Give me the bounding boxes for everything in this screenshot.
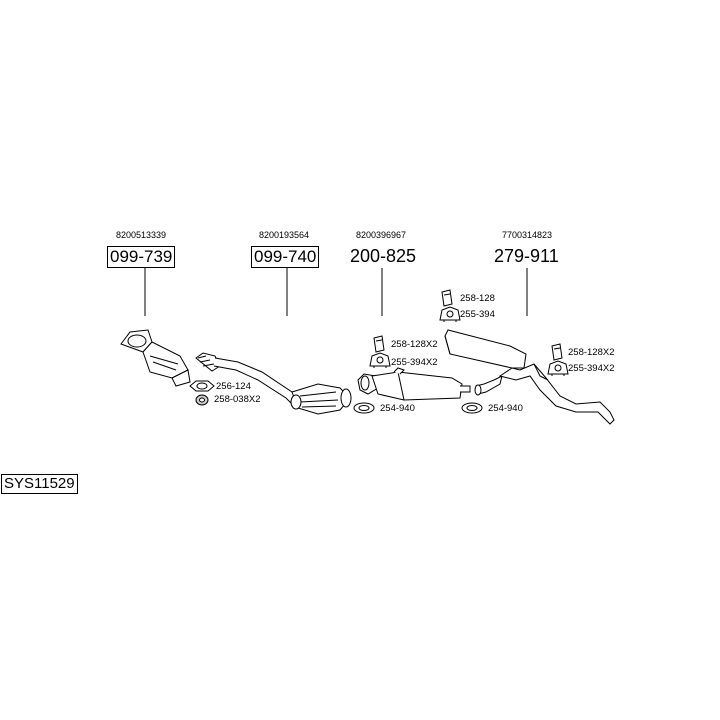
ring-icon bbox=[461, 402, 483, 414]
rubber-hanger-icon bbox=[439, 306, 461, 322]
clamp-icon bbox=[441, 289, 453, 307]
part-number-label[interactable]: 200-825 bbox=[350, 246, 417, 266]
accessory-label[interactable]: 258-128 bbox=[460, 293, 495, 304]
rear-silencer-part bbox=[444, 329, 615, 425]
part-number-label[interactable]: 099-739 bbox=[107, 246, 176, 268]
accessory-label[interactable]: 255-394 bbox=[460, 309, 495, 320]
oem-number: 8200513339 bbox=[116, 230, 167, 240]
accessory-label[interactable]: 255-394X2 bbox=[568, 363, 615, 374]
gasket-icon bbox=[189, 380, 215, 392]
oem-number: 8200193564 bbox=[259, 230, 310, 240]
rubber-hanger-icon bbox=[547, 360, 569, 376]
catalytic-converter-part bbox=[195, 352, 352, 415]
rubber-hanger-icon bbox=[369, 352, 391, 368]
nut-icon bbox=[195, 394, 209, 406]
system-code-label: SYS11529 bbox=[1, 474, 78, 494]
accessory-label[interactable]: 254-940 bbox=[380, 403, 415, 414]
accessory-label[interactable]: 254-940 bbox=[488, 403, 523, 414]
clamp-icon bbox=[373, 335, 385, 353]
ring-icon bbox=[353, 402, 375, 414]
middle-silencer-part bbox=[357, 367, 471, 401]
accessory-label[interactable]: 256-124 bbox=[216, 381, 251, 392]
accessory-label[interactable]: 258-128X2 bbox=[391, 339, 438, 350]
oem-number: 8200396967 bbox=[356, 230, 407, 240]
clamp-icon bbox=[551, 343, 563, 361]
front-pipe-part bbox=[120, 329, 191, 387]
accessory-label[interactable]: 255-394X2 bbox=[391, 357, 438, 368]
oem-number: 7700314823 bbox=[502, 230, 553, 240]
accessory-label[interactable]: 258-128X2 bbox=[568, 347, 615, 358]
accessory-label[interactable]: 258-038X2 bbox=[214, 394, 261, 405]
part-number-label[interactable]: 279-911 bbox=[494, 246, 559, 266]
part-number-label[interactable]: 099-740 bbox=[251, 246, 320, 268]
